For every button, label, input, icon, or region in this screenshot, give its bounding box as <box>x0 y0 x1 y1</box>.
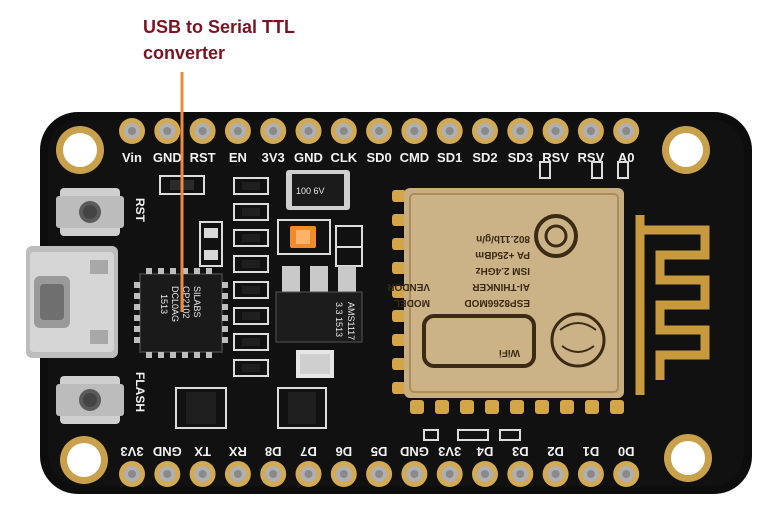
bottom-pin-label: D8 <box>265 444 282 459</box>
bottom-pin-label: D1 <box>583 444 600 459</box>
micro-usb-connector <box>26 246 118 358</box>
header-pin <box>224 461 251 487</box>
header-pin <box>436 118 463 144</box>
shield-vendor-value: AI-THINKER <box>471 281 530 292</box>
header-pin <box>260 461 287 487</box>
bottom-pin-label: GND <box>153 444 182 459</box>
bottom-pin-label: D4 <box>476 444 493 459</box>
shield-wifi-logo: WiFi <box>499 347 520 358</box>
header-pin <box>577 461 604 487</box>
header-pin <box>295 461 322 487</box>
header-pin <box>613 118 640 144</box>
header-pin <box>507 118 534 144</box>
header-pin <box>260 118 287 144</box>
shield-vendor-label: VENDOR <box>386 281 430 292</box>
annotation-label: USB to Serial TTL converter <box>143 14 295 66</box>
top-pin-label: GND <box>294 150 323 165</box>
top-pin-label: CMD <box>400 150 430 165</box>
shield-model-label: MODEL <box>394 297 430 308</box>
bottom-pin-label: D5 <box>371 444 388 459</box>
header-pin <box>542 118 569 144</box>
top-pin-label: RST <box>190 150 216 165</box>
smd-components <box>159 175 363 429</box>
chip-text-2: CP2102 <box>181 286 191 319</box>
usb-serial-chip: SILABS CP2102 DCL0AG 1513 <box>134 268 228 358</box>
header-pin <box>401 118 428 144</box>
header-pin <box>577 118 604 144</box>
top-pin-label: EN <box>229 150 247 165</box>
bottom-pin-label: D6 <box>335 444 352 459</box>
svg-text:100 6V: 100 6V <box>296 186 325 196</box>
header-pin <box>507 461 534 487</box>
top-pin-label: GND <box>153 150 182 165</box>
bottom-pin-label: D7 <box>300 444 317 459</box>
capacitor: 100 6V <box>286 170 350 210</box>
top-pin-label: SD1 <box>437 150 462 165</box>
header-pin <box>401 461 428 487</box>
header-pin <box>189 461 216 487</box>
shield-standard: 802.11b/g/n <box>476 233 530 244</box>
bottom-header-pins <box>119 461 640 487</box>
header-pin <box>366 461 393 487</box>
shield-pa: PA +25dBm <box>475 249 530 260</box>
pcb-antenna <box>635 215 710 395</box>
header-pin <box>472 118 498 144</box>
bottom-pin-label: TX <box>194 444 211 459</box>
header-pin <box>295 118 322 144</box>
header-pin <box>472 461 498 487</box>
bottom-pin-label: 3V3 <box>438 444 461 459</box>
shield-model-value: ESP8266MOD <box>464 297 530 308</box>
top-pin-label: SD2 <box>472 150 497 165</box>
flash-side-label: FLASH <box>133 372 147 412</box>
header-pin <box>542 461 569 487</box>
top-pin-label: SD0 <box>366 150 391 165</box>
annotation-line-1: USB to Serial TTL <box>143 17 296 37</box>
bottom-pin-label: RX <box>229 444 247 459</box>
bottom-pin-label: D3 <box>512 444 529 459</box>
top-pin-label: CLK <box>330 150 357 165</box>
flash-button <box>56 376 124 424</box>
top-pin-label: 3V3 <box>262 150 285 165</box>
svg-text:3.3 1513: 3.3 1513 <box>334 302 344 337</box>
header-pin <box>330 118 357 144</box>
voltage-regulator: AMS1117 3.3 1513 <box>275 266 363 343</box>
svg-text:AMS1117: AMS1117 <box>346 302 356 340</box>
chip-text-3: DCL0AG <box>170 286 180 322</box>
bottom-pin-label: 3V3 <box>120 444 143 459</box>
header-pin <box>613 461 640 487</box>
annotation-line-2: converter <box>143 43 226 63</box>
chip-text-1: SILABS <box>192 286 202 318</box>
bottom-pin-label: D2 <box>547 444 564 459</box>
top-header-pins <box>119 118 640 144</box>
header-pin <box>436 461 463 487</box>
header-pin <box>330 461 357 487</box>
shield-ism: ISM 2.4GHz <box>476 265 530 276</box>
top-pin-label: Vin <box>122 150 142 165</box>
header-pin <box>119 118 145 144</box>
bottom-pin-labels: 3V3 GND TX RX D8 D7 D6 D5 GND 3V3 D4 D3 D2 D1 D0 <box>120 444 634 459</box>
header-pin <box>154 461 181 487</box>
esp8266-module: MODEL ESP8266MOD VENDOR AI-THINKER ISM 2… <box>386 178 718 416</box>
bottom-pin-label: GND <box>400 444 429 459</box>
top-pin-label: SD3 <box>508 150 533 165</box>
rst-button <box>56 188 124 236</box>
header-pin <box>224 118 251 144</box>
header-pin <box>366 118 393 144</box>
header-pin <box>154 118 181 144</box>
header-pin <box>119 461 145 487</box>
chip-text-4: 1513 <box>159 294 169 314</box>
rst-side-label: RST <box>133 198 147 223</box>
header-pin <box>189 118 216 144</box>
bottom-pin-label: D0 <box>618 444 635 459</box>
